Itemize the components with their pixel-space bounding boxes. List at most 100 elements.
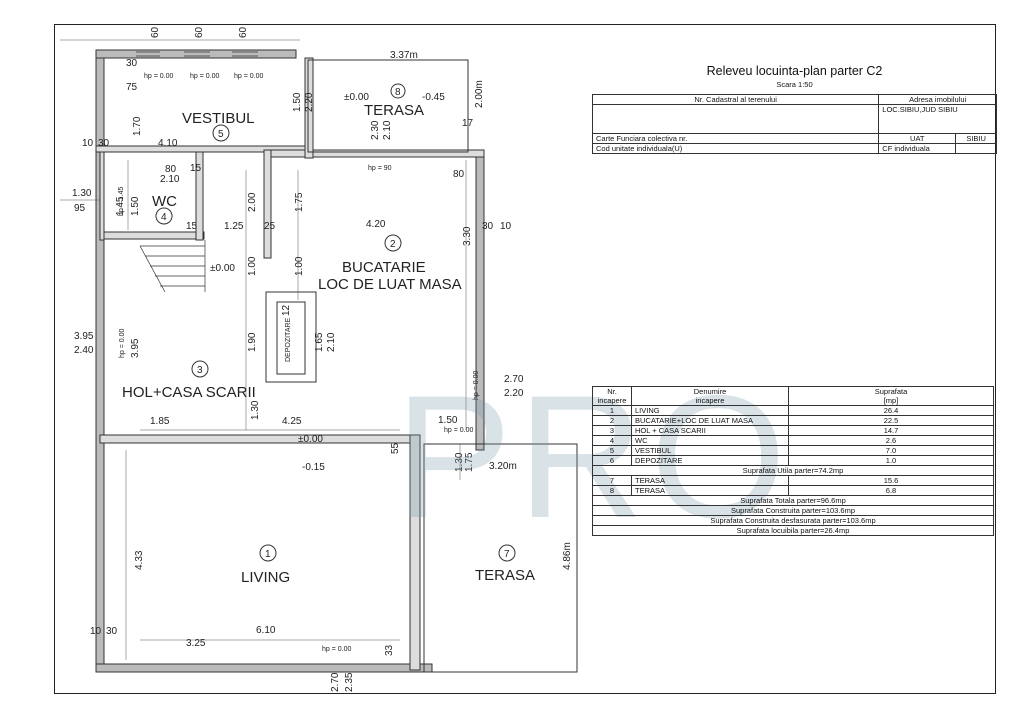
cell-nr: 8 xyxy=(592,485,632,496)
room-label-wc: WC xyxy=(152,193,177,210)
hp-g: hp = 0.00 xyxy=(473,371,480,400)
dim-30d: 30 xyxy=(482,221,494,232)
cell-name: BUCATARIE+LOC DE LUAT MASA xyxy=(631,415,789,426)
cad-uat-value: SIBIU xyxy=(955,133,997,144)
cell-area: 14.7 xyxy=(788,425,994,436)
total-text: Suprafata locuibila parter=26.4mp xyxy=(592,525,994,536)
room-number-8: 8 xyxy=(395,87,401,98)
dim-235: 2.35 xyxy=(344,672,355,692)
dim-185: 1.85 xyxy=(150,416,170,427)
dim-80a: 80 xyxy=(165,164,177,175)
drawing-sheet-border xyxy=(54,24,996,694)
dim-25a: 25 xyxy=(264,221,276,232)
cadastral-table: Nr. Cadastral al terenului Adresa imobil… xyxy=(591,94,997,154)
total-row: Suprafata locuibila parter=26.4mp xyxy=(592,525,994,536)
dim-320: 3.20m xyxy=(489,461,517,472)
dim-410: 4.10 xyxy=(158,138,178,149)
cell-nr: 1 xyxy=(592,405,632,416)
dim-210-wc: 2.10 xyxy=(160,174,180,185)
room-number-circle-7 xyxy=(498,544,516,562)
room-number-circle-2 xyxy=(384,234,402,252)
dim-80b: 80 xyxy=(453,169,465,180)
stairs xyxy=(139,240,206,293)
dim-610: 6.10 xyxy=(256,625,276,636)
dim-486: 4.86m xyxy=(562,542,573,570)
wall-living-north xyxy=(99,434,411,444)
dim-130a: 1.30 xyxy=(72,188,92,199)
dim-395: 3.95 xyxy=(74,331,94,342)
dim-30a: 30 xyxy=(98,138,110,149)
dim-220b: 2.20 xyxy=(504,388,524,399)
total-row: Suprafata Totala parter=96.6mp xyxy=(592,495,994,506)
cad-cf-individuala: CF individuala xyxy=(878,143,957,154)
room-number-1: 1 xyxy=(265,549,271,560)
cad-adresa-value: LOC.SIBIU,JUD SIBIU xyxy=(878,104,997,134)
hp-e: hp = 0.00 xyxy=(444,427,473,434)
total-row: Suprafata Construita desfasurata parter=… xyxy=(592,515,994,526)
cell-nr: 2 xyxy=(592,415,632,426)
dim-60b: 60 xyxy=(194,26,205,38)
dim-337: 3.37m xyxy=(390,50,418,61)
room-label-terasa-8: TERASA xyxy=(364,102,424,119)
room-label-vestibul: VESTIBUL xyxy=(182,110,255,127)
dim-12: 12 xyxy=(281,304,292,316)
cell-name: WC xyxy=(631,435,789,446)
wall-wc-south xyxy=(103,231,205,240)
cell-area: 22.5 xyxy=(788,415,994,426)
dim-175a: 1.75 xyxy=(294,192,305,212)
cell-name: DEPOZITARE xyxy=(631,455,789,466)
room-number-circle-1 xyxy=(259,544,277,562)
cell-nr: 6 xyxy=(592,455,632,466)
room-number-7: 7 xyxy=(504,549,510,560)
dim-220a: 2.20 xyxy=(304,92,315,112)
cell-nr: 4 xyxy=(592,435,632,446)
dim-130b: 1.30 xyxy=(250,400,261,420)
dim-330: 3.30 xyxy=(462,226,473,246)
dim-55: 55 xyxy=(390,442,401,454)
cell-name: HOL + CASA SCARII xyxy=(631,425,789,436)
cell-area: 6.8 xyxy=(788,485,994,496)
level-living: ±0.00 xyxy=(298,434,323,445)
title-block: Releveu locuinta-plan parter C2 Scara 1:… xyxy=(592,58,997,89)
cad-cf-value xyxy=(955,143,997,154)
room-label-hol: HOL+CASA SCARII xyxy=(122,384,256,401)
dim-95: 95 xyxy=(74,203,86,214)
cell-name: LIVING xyxy=(631,405,789,416)
cad-uat-label: UAT xyxy=(878,133,957,144)
total-text: Suprafata Construita desfasurata parter=… xyxy=(592,515,994,526)
dim-15a: 15 xyxy=(190,163,202,174)
hp-f: hp = 0.00 xyxy=(322,646,351,653)
cad-carte-funciara: Carte Funciara colectiva nr. xyxy=(591,133,880,144)
dim-170: 1.70 xyxy=(132,116,143,136)
dim-420: 4.20 xyxy=(366,219,386,230)
drawing-title: Releveu locuinta-plan parter C2 xyxy=(706,64,883,78)
dim-200: 2.00 xyxy=(247,192,258,212)
level-vestibul: ±0.00 xyxy=(344,92,369,103)
room-label-terasa-7: TERASA xyxy=(475,567,535,584)
dim-150a: 1.50 xyxy=(292,92,303,112)
wall-kitchen-west xyxy=(263,149,272,259)
dim-75: 75 xyxy=(126,82,138,93)
dim-15b: 15 xyxy=(186,221,198,232)
dim-30b: 30 xyxy=(106,626,118,637)
dim-165: 1.65 xyxy=(314,332,325,352)
dim-30c: 30 xyxy=(126,58,138,69)
cad-cod-unitate: Cod unitate individuala(U) xyxy=(591,143,880,154)
cell-name: TERASA xyxy=(631,485,789,496)
cell-area: 2.6 xyxy=(788,435,994,446)
level-living-lower: -0.15 xyxy=(302,462,325,473)
cell-name: VESTIBUL xyxy=(631,445,789,456)
dim-150c: 1.50 xyxy=(438,415,458,426)
dim-125: 1.25 xyxy=(224,221,244,232)
wall-vestibul-east xyxy=(304,57,314,159)
room-label-bucatarie: BUCATARIE xyxy=(342,259,426,276)
hp-c: hp = 0.00 xyxy=(234,73,263,80)
